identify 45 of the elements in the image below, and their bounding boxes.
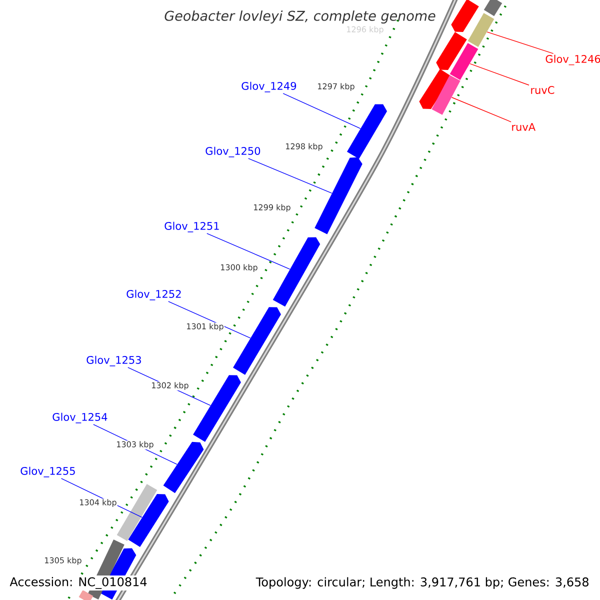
leader-line (486, 32, 554, 54)
gene-block (128, 494, 169, 548)
gene-bar (78, 590, 94, 600)
gene-label: Glov_1246 (546, 54, 600, 66)
gene-bar (432, 75, 460, 115)
gene-bar (116, 484, 158, 542)
leader-line (206, 233, 290, 270)
gene-label: ruvC (531, 86, 554, 94)
tick-label: 1300 kbp (220, 264, 258, 272)
tick-label: 1297 kbp (316, 82, 356, 92)
gene-block (419, 68, 452, 110)
tick-label: 1302 kbp (150, 382, 190, 390)
tick-label: 1299 kbp (252, 204, 292, 212)
gene-block (436, 32, 467, 70)
gene-block (451, 0, 479, 32)
tick-label: 1301 kbp (186, 322, 224, 332)
gene-block (314, 157, 362, 234)
title: Geobacter lovleyi SZ, complete genome (164, 10, 436, 24)
leader-line (282, 93, 361, 129)
gene-label: Glov_1250 (206, 146, 260, 158)
gene-bar (450, 43, 478, 80)
leader-line (470, 63, 530, 86)
accession-text: Accession: NC_010814 (8, 576, 149, 590)
gene-block (272, 237, 320, 307)
gene-label: Glov_1252 (126, 290, 181, 300)
gene-bar (484, 0, 502, 16)
gene-label: Glov_1255 (20, 466, 75, 478)
gene-label: Glov_1253 (86, 356, 141, 366)
tick-label: 1298 kbp (284, 142, 324, 152)
gene-label: Glov_1251 (164, 222, 219, 232)
leader-line (248, 158, 332, 194)
gene-block (163, 442, 204, 494)
tick-label: 1303 kbp (116, 440, 154, 450)
genome-info-text: Topology: circular; Length: 3,917,761 bp; Genes: 3,658 (254, 576, 591, 590)
tick-label: 1305 kbp (44, 556, 82, 566)
gene-label: ruvA (512, 123, 536, 131)
gene-block (346, 104, 388, 159)
gene-label: Glov_1249 (242, 82, 296, 92)
gene-label: Glov_1254 (52, 412, 108, 424)
leader-line (451, 97, 512, 122)
gene-bar (468, 13, 494, 47)
gene-block (193, 375, 241, 442)
leader-line (168, 301, 251, 338)
tick-label: 1304 kbp (78, 498, 118, 508)
gene-block (233, 307, 281, 375)
